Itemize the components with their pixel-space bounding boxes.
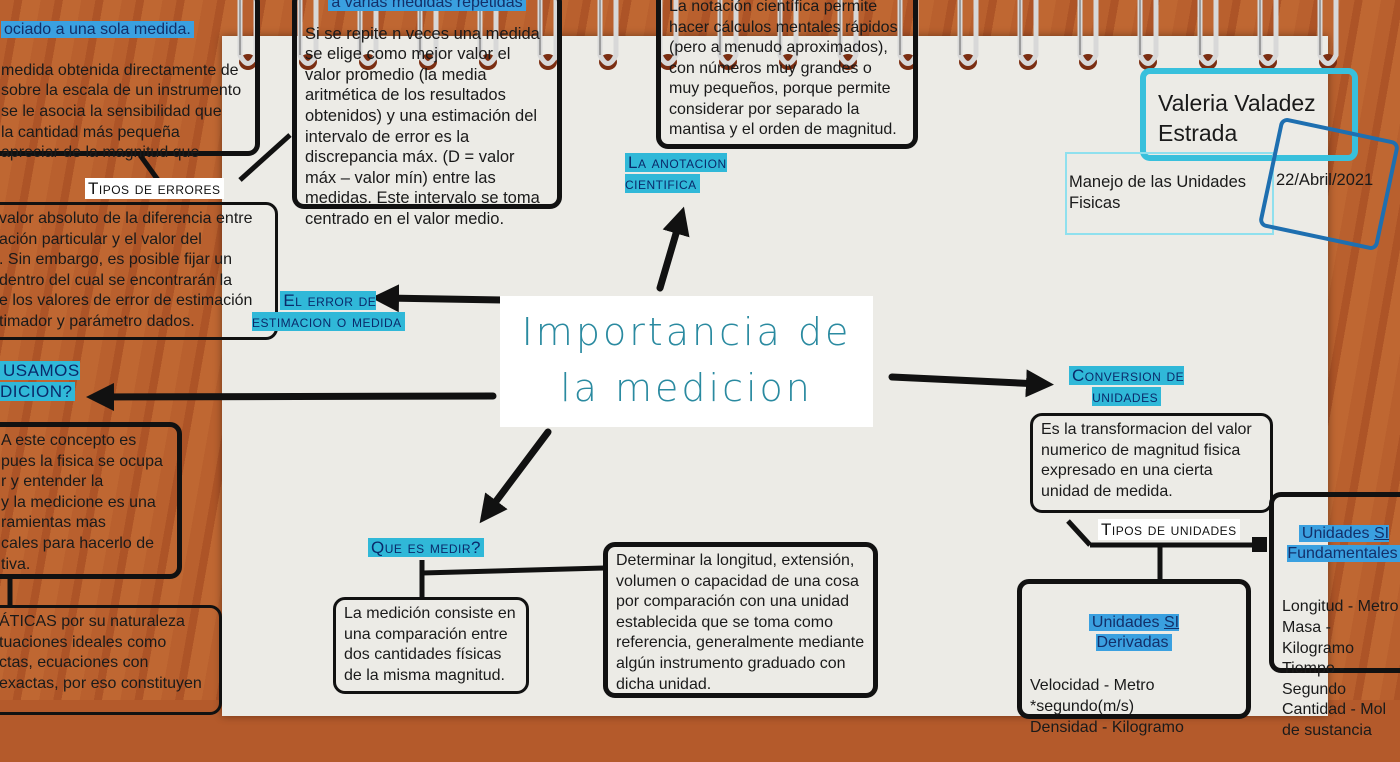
unit-types-label: Tipos de unidades [1098, 519, 1240, 540]
math-text: ÁTICAS por su naturaleza tuaciones ideal… [0, 613, 202, 692]
arrow-to-notation [656, 206, 690, 292]
repeated-measures-heading: a varias medidas repetidas [328, 0, 526, 11]
measuring-description-box: Determinar la longitud, extensión, volum… [603, 542, 878, 698]
error-types-label: Tipos de errores [85, 178, 224, 199]
repeated-measures-text: Si se repite n veces una medida se elige… [305, 24, 540, 228]
scientific-notation-text: La notación científica permite hacer cál… [669, 0, 898, 138]
scientific-notation-label: La anotacion cientifica [625, 153, 727, 193]
fundamental-units-text: Longitud - Metro Masa - Kilogramo Tiempo… [1282, 598, 1399, 739]
why-measure-box: A este concepto es pues la fisica se ocu… [0, 422, 182, 579]
measuring-description-text: Determinar la longitud, extensión, volum… [616, 552, 865, 693]
arrow-to-why [86, 382, 497, 411]
scientific-notation-box: La notación científica permite hacer cál… [656, 0, 918, 149]
conversion-text: Es la transformacion del valor numerico … [1041, 421, 1252, 500]
date-text: 22/Abril/2021 [1276, 171, 1374, 189]
error-definition-box: valor absoluto de la diferencia entre ac… [0, 202, 278, 340]
author-card [1140, 68, 1358, 161]
derived-units-text: Velocidad - Metro *segundo(m/s) Densidad… [1030, 677, 1184, 736]
error-definition-text: valor absoluto de la diferencia entre ac… [0, 210, 253, 330]
math-box: ÁTICAS por su naturaleza tuaciones ideal… [0, 605, 222, 715]
single-measure-text: medida obtenida directamente de sobre la… [1, 61, 242, 162]
conversion-box: Es la transformacion del valor numerico … [1030, 413, 1273, 513]
conversion-label: Conversion de unidades [1069, 366, 1185, 406]
single-measure-heading: ociado a una sola medida. [1, 20, 194, 38]
measurement-definition-text: La medición consiste en una comparación … [344, 605, 516, 684]
why-use-label: USAMOS DICION? [0, 361, 80, 401]
subject-card [1065, 152, 1274, 235]
central-topic: Importancia de la medicion [500, 296, 873, 427]
arrow-to-conversion [888, 369, 1054, 398]
estimation-error-label: El error de estimacion o medida [252, 291, 405, 331]
what-is-measuring-label: Que es medir? [368, 538, 484, 557]
connector-lines [7, 133, 1267, 606]
subject-text: Manejo de las Unidades Fisicas [1069, 173, 1247, 212]
spiral-rings [237, 0, 1339, 70]
measurement-definition-box: La medición consiste en una comparación … [333, 597, 529, 694]
why-measure-text: A este concepto es pues la fisica se ocu… [1, 432, 163, 573]
repeated-measures-box: a varias medidas repetidas Si se repite … [292, 0, 562, 228]
arrow-to-what-is [479, 428, 552, 524]
author-name: Valeria Valadez Estrada [1158, 90, 1316, 146]
arrow-to-error [371, 284, 506, 313]
single-measure-box: ociado a una sola medida. medida obtenid… [0, 0, 260, 161]
